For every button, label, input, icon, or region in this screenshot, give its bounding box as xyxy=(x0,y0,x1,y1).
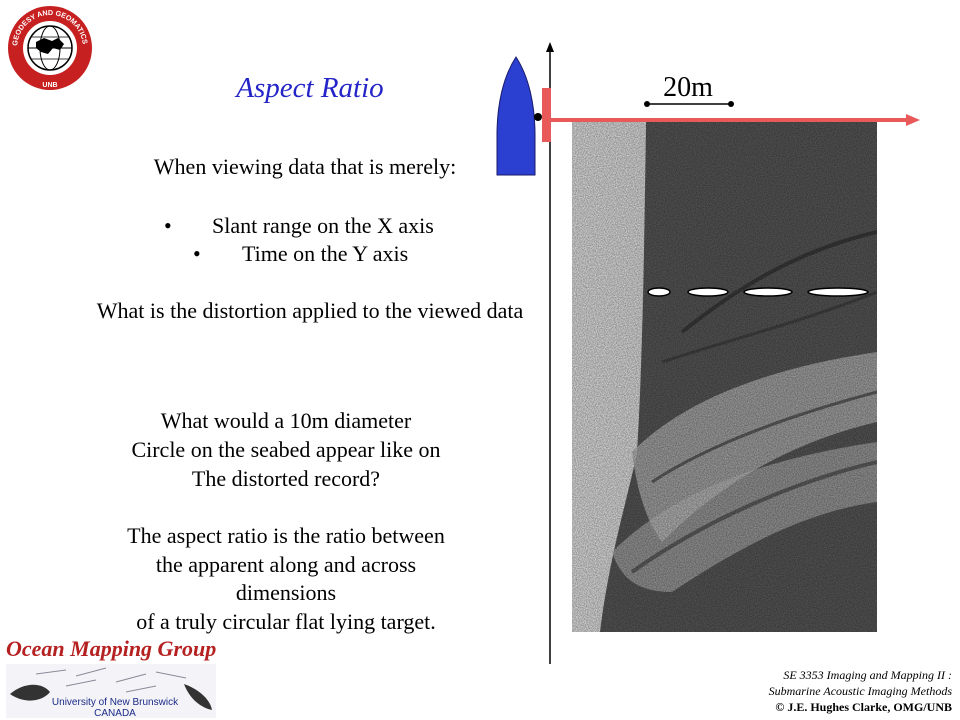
fish-left-icon xyxy=(10,684,50,701)
definition-line-1: The aspect ratio is the ratio between xyxy=(127,523,445,548)
fish-right-icon xyxy=(184,684,212,710)
globe-icon xyxy=(27,25,73,71)
copyright: © J.E. Hughes Clarke, OMG/UNB xyxy=(775,700,952,714)
distortion-question: What is the distortion applied to the vi… xyxy=(96,298,524,323)
omg-university: University of New Brunswick xyxy=(51,697,179,708)
definition-line-2: the apparent along and across xyxy=(155,552,417,577)
course-line-1: SE 3353 Imaging and Mapping II : xyxy=(783,668,952,682)
bullet-marker-2: • xyxy=(193,241,201,266)
scale-label: 20m xyxy=(663,72,713,103)
circle-question-line-2: Circle on the seabed appear like on xyxy=(131,437,441,462)
scale-bar xyxy=(644,101,734,107)
ship-icon xyxy=(496,56,536,176)
bullet-time: Time on the Y axis xyxy=(242,241,409,266)
logo-ring-bottom: UNB xyxy=(42,82,57,89)
unb-geodesy-logo: GEODESY AND GEOMATICS ENGINEERING UNB xyxy=(6,4,92,90)
distorted-circle-markers xyxy=(647,287,869,297)
slide-title: Aspect Ratio xyxy=(236,72,384,104)
bullet-marker-1: • xyxy=(164,213,172,238)
bullet-slant-range: Slant range on the X axis xyxy=(212,213,434,238)
intro-text: When viewing data that is merely: xyxy=(153,154,457,179)
definition-line-4: of a truly circular flat lying target. xyxy=(136,609,436,634)
definition-line-3: dimensions xyxy=(235,580,337,605)
course-line-2: Submarine Acoustic Imaging Methods xyxy=(768,684,952,698)
ocean-mapping-group-title: Ocean Mapping Group xyxy=(6,636,217,661)
circle-question-line-1: What would a 10m diameter xyxy=(160,408,412,433)
omg-country: CANADA xyxy=(94,708,136,719)
slant-range-arrow xyxy=(534,88,920,142)
time-axis-arrow xyxy=(546,42,554,664)
omg-logo-graphic xyxy=(6,664,216,718)
sidescan-sonar-image xyxy=(572,122,877,632)
circle-question-line-3: The distorted record? xyxy=(191,466,381,491)
